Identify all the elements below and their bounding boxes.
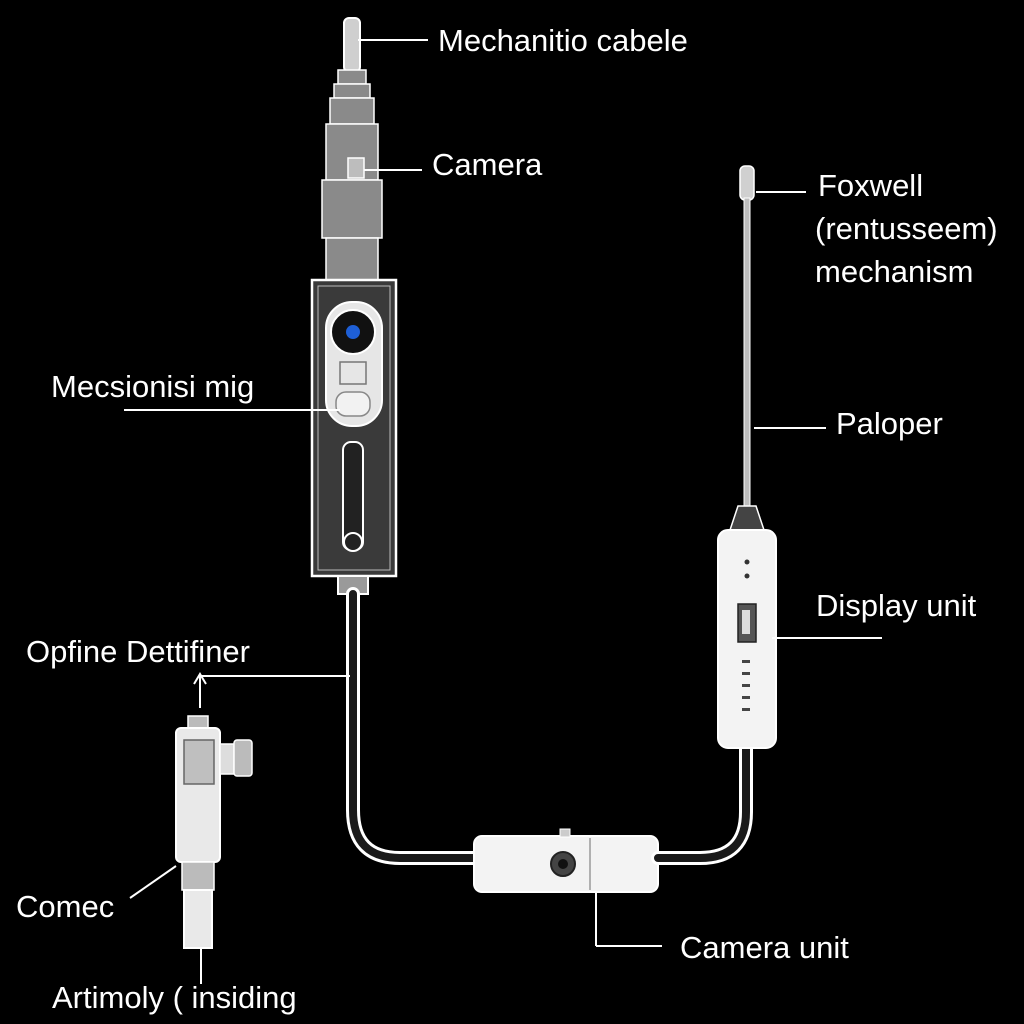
rod-tip (739, 165, 755, 201)
probe-neck (321, 69, 383, 283)
display-assembly (717, 165, 777, 749)
label-foxwell-line3: mechanism (815, 254, 974, 289)
connector (175, 715, 253, 949)
label-foxwell-line2: (rentusseem) (815, 211, 998, 246)
label-camera: Camera (432, 147, 543, 182)
mechanical-cable-tip (343, 17, 361, 73)
label-display-unit: Display unit (816, 588, 977, 623)
label-mechanitio-cabele: Mechanitio cabele (438, 23, 688, 58)
label-optine-dettifiner: Opfine Dettifiner (26, 634, 250, 669)
cable-left (346, 587, 485, 865)
connector-tube (183, 889, 213, 949)
camera-unit (473, 828, 659, 893)
label-comec: Comec (16, 889, 114, 924)
probe-assembly (310, 17, 398, 595)
label-artimoly-insiding: Artimoly ( insiding (52, 980, 297, 1015)
label-foxwell-line1: Foxwell (818, 168, 923, 203)
label-paloper: Paloper (836, 406, 943, 441)
label-camera-unit: Camera unit (680, 930, 849, 965)
leader-lines (124, 39, 882, 984)
label-mecsionisi-mig: Mecsionisi mig (51, 369, 254, 404)
cable-right (651, 741, 753, 865)
lens-icon (346, 325, 360, 339)
